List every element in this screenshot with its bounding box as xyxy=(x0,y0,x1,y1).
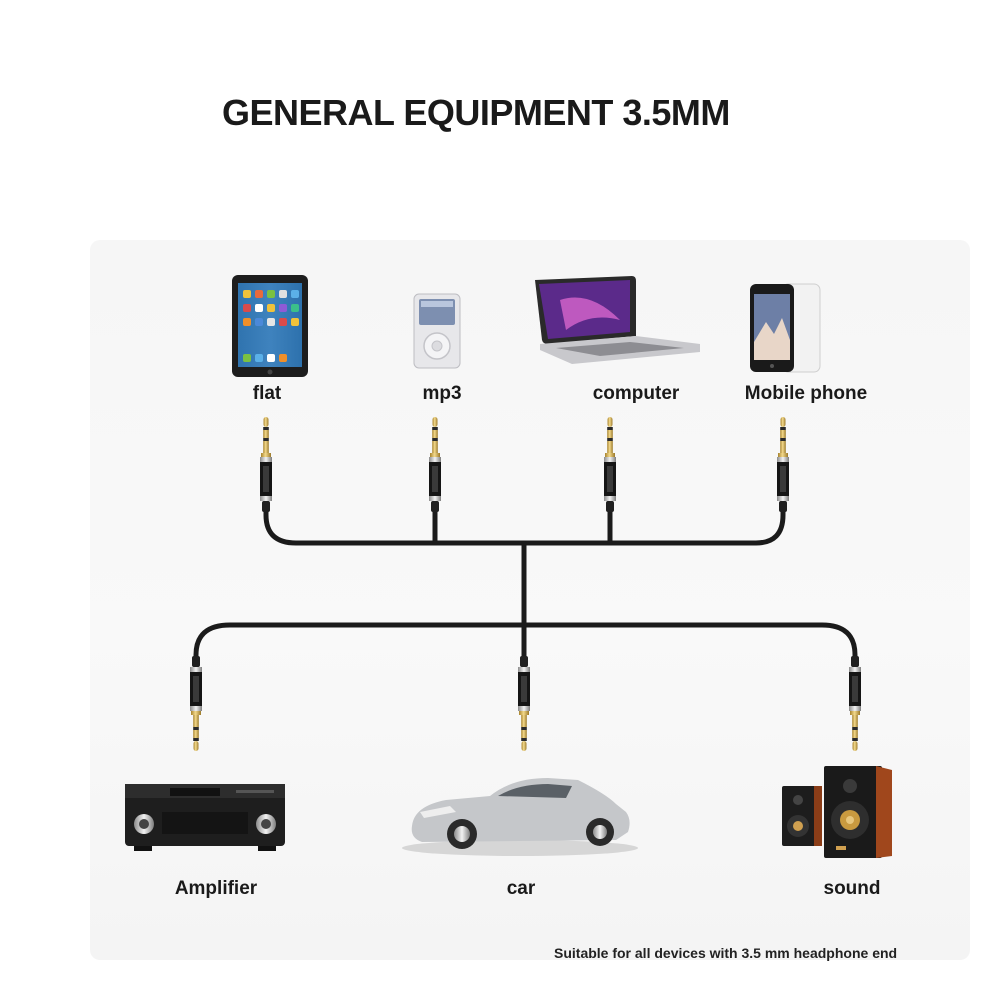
device-label-mp3: mp3 xyxy=(422,383,462,404)
device-label-sound: sound xyxy=(823,878,881,899)
device-label-mobile-phone: Mobile phone xyxy=(744,383,868,404)
device-label-flat: flat xyxy=(252,383,282,404)
device-label-amplifier: Amplifier xyxy=(174,878,258,899)
smartphone-icon xyxy=(750,283,821,373)
device-label-computer: computer xyxy=(592,383,680,404)
lower-cable xyxy=(193,622,858,681)
tablet-icon xyxy=(232,275,308,377)
amplifier-icon xyxy=(125,784,285,851)
car-icon xyxy=(402,778,638,856)
compatibility-note: Suitable for all devices with 3.5 mm hea… xyxy=(554,945,898,961)
laptop-icon xyxy=(535,276,700,364)
speakers-icon xyxy=(782,766,892,858)
page-title: GENERAL EQUIPMENT 3.5MM xyxy=(222,92,730,133)
mp3-player-icon xyxy=(413,293,461,369)
device-label-car: car xyxy=(506,878,536,899)
